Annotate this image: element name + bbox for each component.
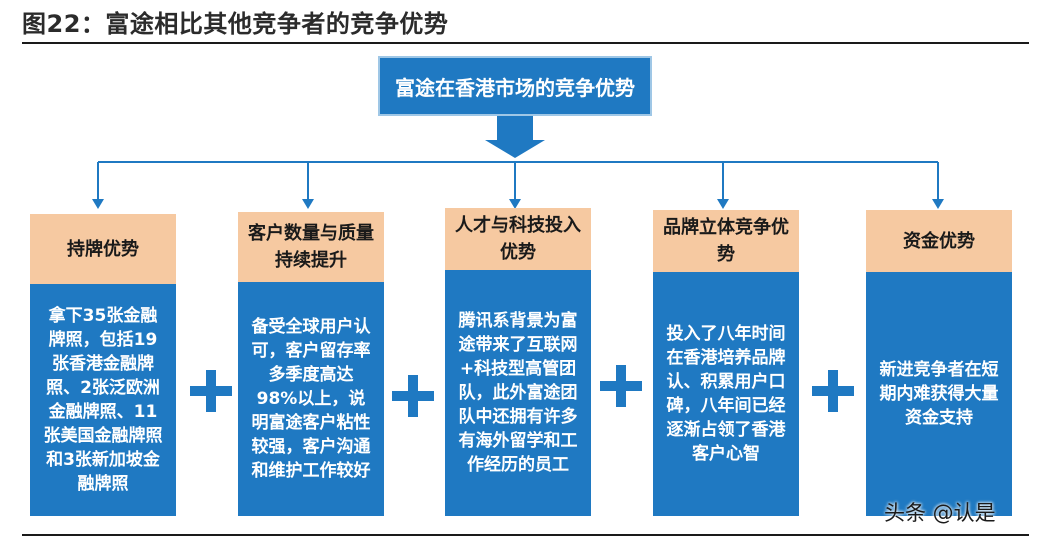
column-header: 资金优势 [866, 210, 1012, 272]
column-header: 人才与科技投入优势 [445, 208, 591, 270]
column-body: 新进竞争者在短期内难获得大量资金支持 [866, 272, 1012, 516]
column-header-label: 资金优势 [903, 230, 975, 252]
branch-arrowheads [92, 199, 944, 209]
arrowhead-2 [302, 199, 314, 209]
plus-icon [392, 375, 434, 417]
top-divider [22, 42, 1029, 44]
column-header-label: 品牌立体竞争优势 [663, 217, 789, 265]
branch-drops [97, 162, 939, 201]
arrowhead-4 [717, 199, 729, 209]
column-header: 品牌立体竞争优势 [653, 210, 799, 272]
column-header: 持牌优势 [30, 214, 176, 284]
plus-icon [600, 365, 642, 407]
figure-title: 图22：富途相比其他竞争者的竞争优势 [22, 10, 449, 38]
column-body: 备受全球用户认可，客户留存率多季度高达98%以上，说明富途客户粘性较强，客户沟通… [238, 282, 384, 516]
bottom-divider [22, 534, 1029, 536]
column-body-text: 备受全球用户认可，客户留存率多季度高达98%以上，说明富途客户粘性较强，客户沟通… [251, 317, 371, 481]
column-header: 客户数量与质量持续提升 [238, 212, 384, 282]
column-body-text: 腾讯系背景为富途带来了互联网+科技型高管团队，此外富途团队中还拥有许多有海外留学… [458, 311, 578, 475]
root-label: 富途在香港市场的竞争优势 [395, 75, 635, 100]
column-body-text: 拿下35张金融牌照，包括19张香港金融牌照、2张泛欧洲金融牌照、11张美国金融牌… [43, 306, 163, 494]
plus-icon [190, 370, 232, 412]
arrowhead-3 [509, 199, 521, 209]
arrowhead-5 [932, 199, 944, 209]
column-header-label: 客户数量与质量持续提升 [248, 223, 374, 271]
column-body-text: 投入了八年时间在香港培养品牌认、积累用户口碑，八年间已经逐渐占领了香港客户心智 [666, 324, 786, 464]
column-header-label: 人才与科技投入优势 [455, 215, 581, 263]
arrowhead-1 [92, 199, 104, 209]
root-box: 富途在香港市场的竞争优势 [378, 56, 652, 116]
column-body: 腾讯系背景为富途带来了互联网+科技型高管团队，此外富途团队中还拥有许多有海外留学… [445, 270, 591, 516]
down-block-arrow [485, 116, 545, 158]
column-body: 拿下35张金融牌照，包括19张香港金融牌照、2张泛欧洲金融牌照、11张美国金融牌… [30, 284, 176, 516]
watermark-text: 头条 @认是 [884, 501, 996, 525]
column-header-label: 持牌优势 [67, 238, 139, 260]
column-body: 投入了八年时间在香港培养品牌认、积累用户口碑，八年间已经逐渐占领了香港客户心智 [653, 272, 799, 516]
plus-icon [812, 370, 854, 412]
column-body-text: 新进竞争者在短期内难获得大量资金支持 [879, 360, 999, 428]
